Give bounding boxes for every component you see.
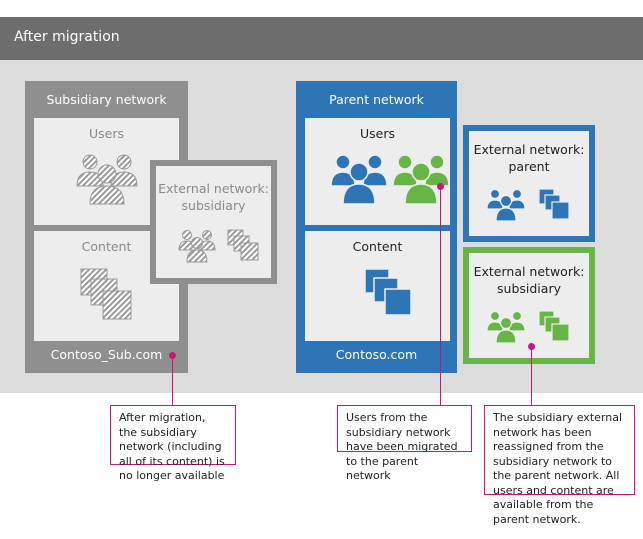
users-green-icon bbox=[392, 154, 450, 205]
content-blue-icon bbox=[364, 268, 412, 316]
reassigned-external-network: External network: subsidiary bbox=[463, 247, 595, 364]
users-green-small-icon bbox=[486, 310, 526, 344]
callout-dot-2 bbox=[437, 183, 444, 190]
users-blue-small-icon bbox=[486, 188, 526, 222]
subsidiary-users-label: Users bbox=[88, 125, 124, 141]
parent-external-network: External network: parent bbox=[463, 125, 595, 242]
callout-dot-3 bbox=[528, 343, 535, 350]
subsidiary-content-label: Content bbox=[81, 238, 132, 254]
parent-external-title: External network: parent bbox=[473, 142, 585, 174]
subsidiary-external-inner: External network: subsidiary bbox=[156, 166, 271, 278]
page-title: After migration bbox=[14, 29, 120, 45]
callout-subsidiary-unavailable: After migration, the subsidiary network … bbox=[110, 405, 236, 482]
subsidiary-external-network: External network: subsidiary bbox=[150, 160, 277, 284]
reassigned-external-inner: External network: subsidiary bbox=[469, 253, 589, 358]
content-hatched-small-icon bbox=[227, 229, 259, 261]
subsidiary-external-title: External network: subsidiary bbox=[158, 181, 269, 213]
callout-leader-2 bbox=[440, 186, 441, 406]
users-hatched-icon bbox=[76, 154, 138, 205]
parent-content-box: Content bbox=[305, 231, 450, 341]
parent-external-inner: External network: parent bbox=[469, 131, 589, 236]
callout-dot-1 bbox=[169, 352, 176, 359]
parent-users-label: Users bbox=[359, 125, 395, 141]
callout-external-reassigned: The subsidiary external network has been… bbox=[484, 405, 635, 526]
content-blue-small-icon bbox=[538, 188, 570, 220]
users-hatched-small-icon bbox=[178, 230, 216, 263]
users-blue-icon bbox=[330, 154, 388, 205]
parent-domain: Contoso.com bbox=[335, 346, 418, 362]
callout-leader-1 bbox=[172, 356, 173, 406]
callout-users-migrated: Users from the subsidiary network have b… bbox=[337, 405, 472, 482]
header-bar bbox=[0, 17, 643, 60]
callout-leader-3 bbox=[531, 346, 532, 406]
parent-users-box: Users bbox=[305, 118, 450, 225]
parent-network-title: Parent network bbox=[329, 91, 424, 107]
subsidiary-network-title: Subsidiary network bbox=[46, 91, 167, 107]
reassigned-external-title: External network: subsidiary bbox=[473, 264, 585, 296]
parent-content-label: Content bbox=[352, 238, 403, 254]
subsidiary-domain: Contoso_Sub.com bbox=[50, 346, 163, 362]
parent-network: Parent network Users Content bbox=[296, 81, 457, 373]
content-green-small-icon bbox=[538, 310, 570, 342]
content-hatched-icon bbox=[80, 268, 132, 320]
